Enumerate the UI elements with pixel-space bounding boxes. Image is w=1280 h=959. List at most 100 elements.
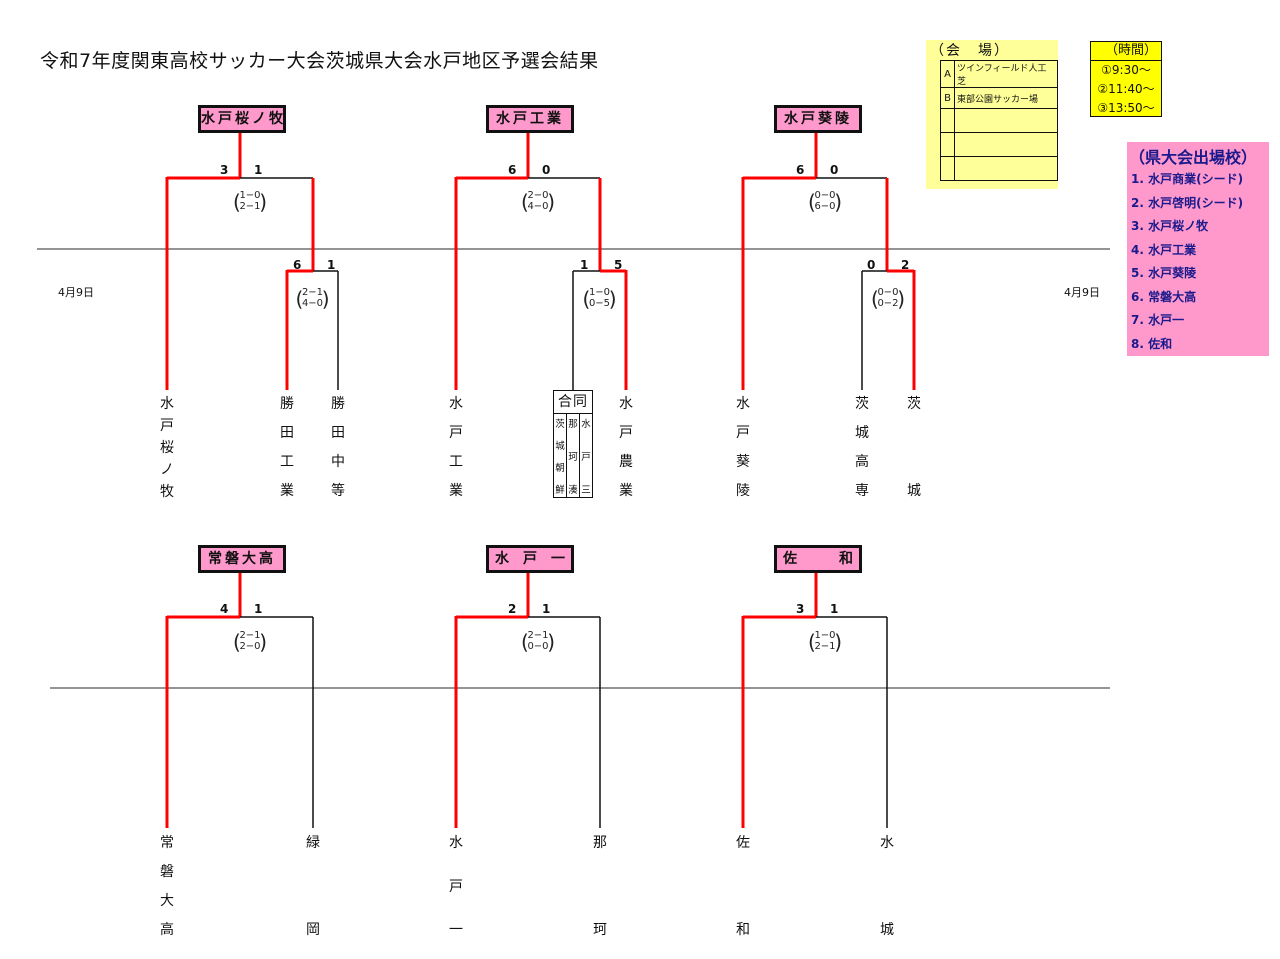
team-name-char: 葵 <box>736 454 750 470</box>
joint-char: 那 <box>568 419 578 430</box>
team-name-char: 水 <box>449 396 463 412</box>
venue-name <box>954 132 1058 157</box>
joint-header: 合同 <box>554 391 592 414</box>
score-right: 1 <box>830 602 839 616</box>
team-name-char: 城 <box>880 922 894 938</box>
team-name-char: 戸 <box>736 425 750 441</box>
winner-box: 水戸一 <box>486 545 574 573</box>
joint-team-box: 合同 茨 城 朝 鮮 那 珂 湊 水 戸 三 <box>553 390 593 498</box>
score-left: 6 <box>508 163 517 177</box>
venue-name <box>954 156 1058 181</box>
team-name-char: 田 <box>280 425 294 441</box>
winner-char: 佐 <box>783 551 797 567</box>
score-left: 4 <box>220 602 229 616</box>
team-name-char: 陵 <box>736 483 750 499</box>
winner-char: 水 <box>495 551 509 567</box>
joint-col: 茨 城 朝 鮮 <box>554 414 567 498</box>
venue-key <box>940 132 955 157</box>
team-name-char: 高 <box>855 454 869 470</box>
team-name-char: 業 <box>619 483 633 499</box>
venue-key <box>940 156 955 181</box>
joint-char: 茨 <box>555 419 565 430</box>
score-left: 6 <box>293 258 302 272</box>
joint-char: 水 <box>581 419 591 430</box>
joint-char: 三 <box>581 485 591 496</box>
venue-row <box>940 132 1058 157</box>
team-name-char: 勝 <box>331 396 345 412</box>
time-slot: ②11:40～ <box>1097 82 1155 96</box>
score-right: 1 <box>254 602 263 616</box>
winner-char: 一 <box>551 551 565 567</box>
winner-char: 和 <box>839 551 853 567</box>
team-name-char: 磐 <box>160 864 174 880</box>
joint-col: 水 戸 三 <box>580 414 592 498</box>
team-name-char: 中 <box>331 454 345 470</box>
score-left: 6 <box>796 163 805 177</box>
time-slot: ①9:30～ <box>1101 63 1151 77</box>
venue-name: ツインフィールド人工芝 <box>954 60 1058 88</box>
team-name-char: 戸 <box>619 425 633 441</box>
venue-row <box>940 156 1058 181</box>
team-name-char: 水 <box>619 396 633 412</box>
team-name-char: 工 <box>280 454 294 470</box>
score-left: 1 <box>580 258 589 272</box>
joint-char: 戸 <box>581 452 591 463</box>
winner-box: 水戸葵陵 <box>774 105 862 133</box>
score-left: 3 <box>796 602 805 616</box>
winner-box: 佐和 <box>774 545 862 573</box>
team-name-char: 戸 <box>160 418 174 434</box>
score-right: 5 <box>614 258 623 272</box>
team-name-char: 戸 <box>449 425 463 441</box>
team-name-char: 大 <box>160 893 174 909</box>
winner-box: 水戸桜ノ牧 <box>198 105 286 133</box>
venue-key: B <box>940 87 955 109</box>
team-name-char: 勝 <box>280 396 294 412</box>
team-name-char: 戸 <box>449 879 463 895</box>
qualified-item: 4. 水戸工業 <box>1131 242 1197 257</box>
team-name-char: 工 <box>449 454 463 470</box>
date-right: 4月9日 <box>1064 286 1100 299</box>
qualified-item: 7. 水戸一 <box>1131 313 1185 327</box>
qualified-item: 1. 水戸商業(シード) <box>1131 172 1244 186</box>
venue-name <box>954 108 1058 133</box>
venue-name: 東部公園サッカー場 <box>954 87 1058 109</box>
qualified-teams-panel: （県大会出場校） 1. 水戸商業(シード) 2. 水戸啓明(シード) 3. 水戸… <box>1127 142 1269 356</box>
team-name-char: 田 <box>331 425 345 441</box>
team-name-char: 佐 <box>736 835 750 851</box>
qualified-item: 2. 水戸啓明(シード) <box>1131 195 1244 210</box>
score-right: 0 <box>830 163 839 177</box>
team-name-char: 水 <box>449 835 463 851</box>
qualified-item: 8. 佐和 <box>1131 336 1173 351</box>
team-name-char: 常 <box>160 835 174 851</box>
team-name-char: 珂 <box>593 922 607 938</box>
qualified-item: 3. 水戸桜ノ牧 <box>1131 219 1209 233</box>
score-left: 0 <box>867 258 876 272</box>
joint-char: 珂 <box>568 452 578 463</box>
team-name-char: 一 <box>449 922 463 938</box>
qualified-header: （県大会出場校） <box>1129 148 1258 167</box>
team-name-char: 高 <box>160 922 174 938</box>
venue-header: （会 場） <box>930 43 1010 59</box>
team-name-char: 水 <box>160 396 174 412</box>
team-name-char: 那 <box>593 835 607 851</box>
venue-key: A <box>940 60 955 88</box>
joint-col: 那 珂 湊 <box>567 414 580 498</box>
joint-char: 湊 <box>568 485 578 496</box>
score-right: 2 <box>901 258 910 272</box>
qualified-item: 6. 常磐大高 <box>1131 289 1197 304</box>
winner-char: 戸 <box>523 551 537 567</box>
score-left: 3 <box>220 163 229 177</box>
score-right: 1 <box>327 258 336 272</box>
team-name-char: 農 <box>619 454 633 470</box>
